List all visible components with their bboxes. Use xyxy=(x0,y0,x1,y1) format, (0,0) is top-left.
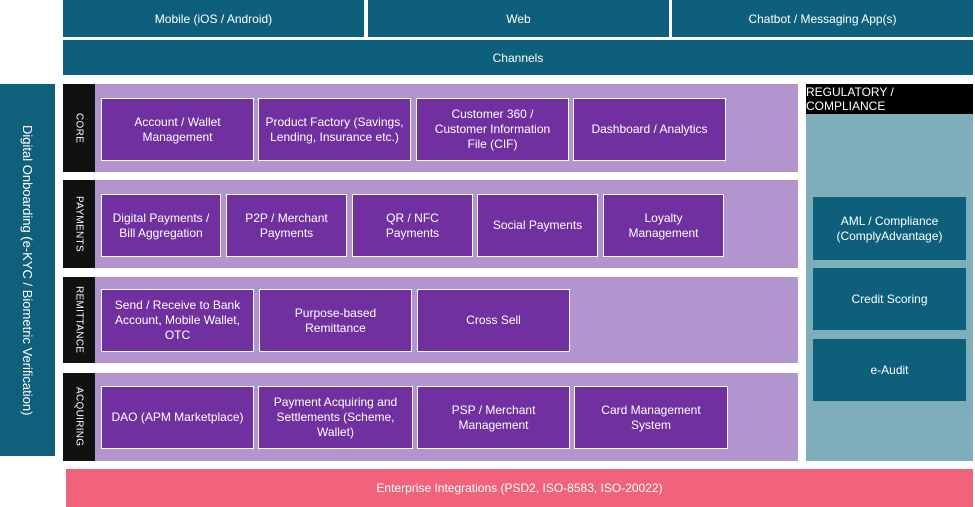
aml-compliance-box: AML / Compliance (ComplyAdvantage) xyxy=(813,197,966,260)
dao-apm-marketplace-box: DAO (APM Marketplace) xyxy=(101,386,254,449)
core-tab: CORE xyxy=(63,84,95,172)
psp-merchant-management-box: PSP / Merchant Management xyxy=(417,386,570,449)
credit-scoring-box: Credit Scoring xyxy=(813,268,966,330)
cross-sell-box: Cross Sell xyxy=(417,289,570,352)
payments-tab-label: PAYMENTS xyxy=(73,196,85,252)
regulatory-header: REGULATORY / COMPLIANCE xyxy=(806,84,973,114)
enterprise-integrations-bar: Enterprise Integrations (PSD2, ISO-8583,… xyxy=(66,469,973,507)
qr-nfc-payments-box: QR / NFC Payments xyxy=(352,194,473,257)
core-tab-label: CORE xyxy=(73,112,85,144)
channel-mobile: Mobile (iOS / Android) xyxy=(63,0,364,37)
payments-tab: PAYMENTS xyxy=(63,180,95,268)
channels-bar: Channels xyxy=(63,40,973,75)
digital-payments-box: Digital Payments / Bill Aggregation xyxy=(101,194,221,257)
e-audit-box: e-Audit xyxy=(813,339,966,401)
acquiring-tab: ACQUIRING xyxy=(63,373,95,461)
digital-onboarding-label: Digital Onboarding (e-KYC / Biometric Ve… xyxy=(20,124,35,416)
loyalty-management-box: Loyalty Management xyxy=(603,194,724,257)
customer-360-box: Customer 360 / Customer Information File… xyxy=(416,98,569,161)
dashboard-analytics-box: Dashboard / Analytics xyxy=(573,98,726,161)
digital-onboarding-bar: Digital Onboarding (e-KYC / Biometric Ve… xyxy=(0,84,55,456)
remittance-tab-label: REMITTANCE xyxy=(73,286,85,354)
purpose-based-remittance-box: Purpose-based Remittance xyxy=(259,289,412,352)
payment-acquiring-box: Payment Acquiring and Settlements (Schem… xyxy=(258,386,413,449)
channel-web: Web xyxy=(368,0,669,37)
send-receive-box: Send / Receive to Bank Account, Mobile W… xyxy=(101,289,254,352)
product-factory-box: Product Factory (Savings, Lending, Insur… xyxy=(258,98,411,161)
account-wallet-management-box: Account / Wallet Management xyxy=(101,98,254,161)
card-management-system-box: Card Management System xyxy=(574,386,728,449)
p2p-merchant-payments-box: P2P / Merchant Payments xyxy=(226,194,347,257)
social-payments-box: Social Payments xyxy=(477,194,598,257)
channel-chatbot: Chatbot / Messaging App(s) xyxy=(672,0,973,37)
acquiring-tab-label: ACQUIRING xyxy=(73,387,85,447)
remittance-tab: REMITTANCE xyxy=(63,277,95,363)
